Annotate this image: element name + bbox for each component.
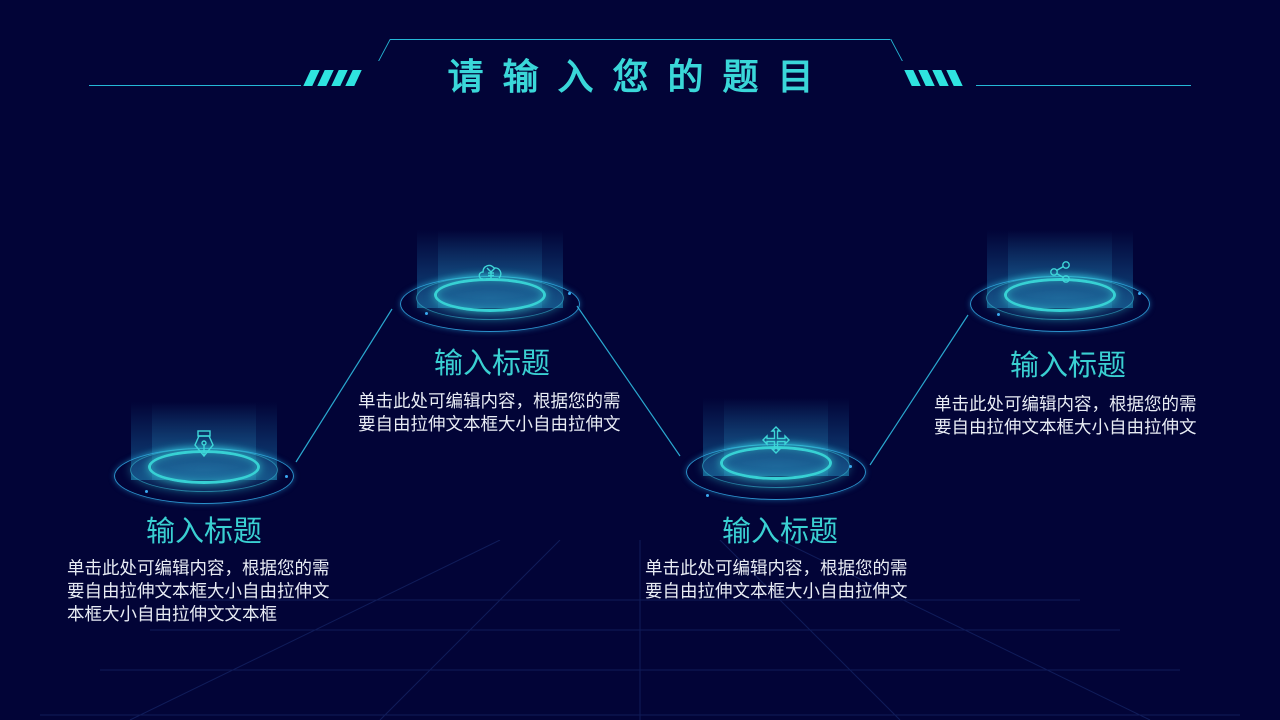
platform-node-3 xyxy=(686,398,866,508)
move-arrows-icon xyxy=(762,426,790,454)
header-line-right xyxy=(976,85,1191,86)
header-line-left xyxy=(89,85,301,86)
header-top-line xyxy=(390,39,890,40)
platform-node-4 xyxy=(970,230,1150,340)
item-2-description[interactable]: 单击此处可编辑内容，根据您的需要自由拉伸文本框大小自由拉伸文 xyxy=(358,392,621,435)
item-4-title[interactable]: 输入标题 xyxy=(1009,348,1126,382)
item-2-title[interactable]: 输入标题 xyxy=(433,346,550,380)
platform-node-1 xyxy=(114,402,294,512)
item-3-description[interactable]: 单击此处可编辑内容，根据您的需要自由拉伸文本框大小自由拉伸文 xyxy=(645,559,908,602)
cloud-yen-icon xyxy=(478,264,502,280)
item-4-description[interactable]: 单击此处可编辑内容，根据您的需要自由拉伸文本框大小自由拉伸文 xyxy=(934,395,1197,438)
pen-nib-icon xyxy=(194,430,214,458)
item-1-title[interactable]: 输入标题 xyxy=(145,514,262,548)
platform-node-2 xyxy=(400,230,580,340)
floor-grid-decoration xyxy=(40,540,1240,720)
slide-title[interactable]: 请输入您的题目 xyxy=(447,56,833,98)
item-1-description[interactable]: 单击此处可编辑内容，根据您的需要自由拉伸文本框大小自由拉伸文本框大小自由拉伸文文… xyxy=(67,559,330,625)
share-icon xyxy=(1050,261,1070,283)
item-3-title[interactable]: 输入标题 xyxy=(721,514,838,548)
